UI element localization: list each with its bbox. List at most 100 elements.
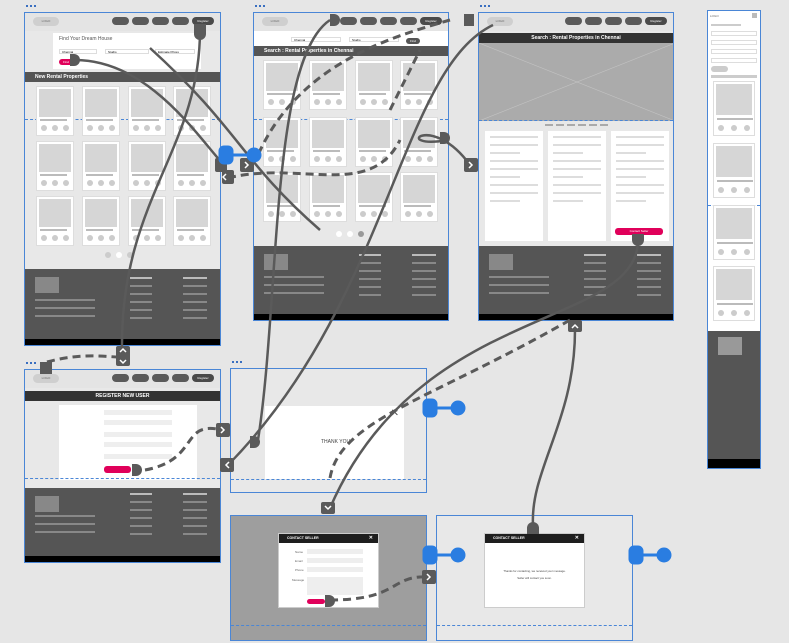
footer-link: [359, 262, 381, 264]
property-card[interactable]: [36, 141, 74, 191]
mobile-card: [713, 205, 755, 260]
property-card[interactable]: [128, 86, 166, 136]
send-button[interactable]: [307, 599, 325, 604]
nav-item[interactable]: [625, 17, 642, 25]
nav-item[interactable]: [400, 17, 417, 25]
mobile-field[interactable]: [711, 49, 757, 54]
nav-item[interactable]: [565, 17, 582, 25]
screen-register[interactable]: LOGO Register REGISTER NEW USER: [24, 369, 221, 563]
nav-item[interactable]: [132, 374, 149, 382]
property-card[interactable]: [173, 141, 211, 191]
screen-search-results[interactable]: LOGO Register Chennai Studio Find Search…: [253, 12, 449, 321]
property-card[interactable]: [309, 60, 347, 110]
card-icon: [744, 187, 750, 193]
form-field[interactable]: [104, 454, 172, 459]
property-card[interactable]: [263, 172, 301, 222]
screen-home[interactable]: LOGO Register Find Your Dream House Chen…: [24, 12, 221, 346]
property-card[interactable]: [36, 196, 74, 246]
city-field[interactable]: Chennai: [291, 37, 341, 42]
property-card[interactable]: [128, 141, 166, 191]
nav-item[interactable]: [172, 374, 189, 382]
nav-item[interactable]: [112, 17, 129, 25]
nav-item[interactable]: [605, 17, 622, 25]
footer-text: [35, 299, 95, 301]
footer: [708, 331, 760, 459]
price-field[interactable]: Estimate Prices: [155, 49, 195, 54]
footer-link: [412, 254, 436, 256]
card-icon: [731, 125, 737, 131]
mobile-field[interactable]: [711, 31, 757, 36]
mobile-field[interactable]: [711, 40, 757, 45]
property-card[interactable]: [173, 196, 211, 246]
property-card[interactable]: [36, 86, 74, 136]
register-button[interactable]: Register: [420, 17, 442, 25]
register-button[interactable]: Register: [192, 17, 214, 25]
nav-item[interactable]: [360, 17, 377, 25]
find-button[interactable]: Find: [406, 38, 420, 44]
type-select[interactable]: Studio: [349, 37, 399, 42]
nav-item[interactable]: [585, 17, 602, 25]
card-icon: [200, 125, 206, 131]
menu-icon[interactable]: [752, 13, 757, 18]
property-card[interactable]: [263, 117, 301, 167]
property-card[interactable]: [400, 172, 438, 222]
property-card[interactable]: [128, 196, 166, 246]
submit-button[interactable]: [104, 466, 131, 473]
nav-item[interactable]: [340, 17, 357, 25]
property-card[interactable]: [82, 141, 120, 191]
card-icon: [744, 249, 750, 255]
register-button[interactable]: Register: [645, 17, 667, 25]
contact-seller-button[interactable]: Contact Seller: [615, 228, 663, 235]
close-icon[interactable]: ✕: [368, 535, 373, 541]
form-field[interactable]: [104, 432, 172, 437]
screen-mobile[interactable]: LOGO: [707, 10, 761, 469]
card-icon: [405, 99, 411, 105]
card-icon: [87, 125, 93, 131]
nav-item[interactable]: [152, 17, 169, 25]
close-icon[interactable]: ✕: [390, 408, 399, 419]
find-button[interactable]: Find: [59, 59, 73, 65]
pagination[interactable]: [105, 252, 133, 258]
city-field[interactable]: Chennai: [59, 49, 97, 54]
property-card[interactable]: [82, 196, 120, 246]
card-line: [177, 118, 204, 121]
tabs[interactable]: [545, 124, 608, 126]
mobile-field[interactable]: [711, 58, 757, 63]
property-card[interactable]: [309, 117, 347, 167]
nav-item[interactable]: [380, 17, 397, 25]
form-field[interactable]: [104, 410, 172, 415]
nav-item[interactable]: [132, 17, 149, 25]
logo: LOGO: [710, 14, 719, 18]
screen-contact-seller[interactable]: CONTACT SELLER✕ Name Email Phone Message: [230, 515, 427, 641]
name-field[interactable]: [307, 549, 363, 554]
mobile-find-button[interactable]: [711, 66, 728, 72]
footer-link: [130, 525, 152, 527]
property-card[interactable]: [400, 117, 438, 167]
property-card[interactable]: [82, 86, 120, 136]
property-card[interactable]: [173, 86, 211, 136]
property-card[interactable]: [355, 117, 393, 167]
screen-contact-confirmation[interactable]: CONTACT SELLER✕ Thanks for contacting, w…: [436, 515, 633, 641]
message-field[interactable]: [307, 577, 363, 595]
property-card[interactable]: [400, 60, 438, 110]
form-field[interactable]: [104, 442, 172, 447]
close-icon[interactable]: ✕: [574, 535, 579, 541]
screen-property-detail[interactable]: LOGO Register Search : Rental Properties…: [478, 12, 674, 321]
nav-item[interactable]: [112, 374, 129, 382]
property-card[interactable]: [355, 172, 393, 222]
register-button[interactable]: Register: [192, 374, 214, 382]
form-field[interactable]: [104, 420, 172, 425]
screen-thank-you[interactable]: THANK YOU ✕: [230, 368, 427, 493]
type-select[interactable]: Studio: [105, 49, 149, 54]
email-field[interactable]: [307, 558, 363, 563]
nav-item[interactable]: [152, 374, 169, 382]
nav-item[interactable]: [172, 17, 189, 25]
pagination[interactable]: [336, 231, 364, 237]
property-card[interactable]: [309, 172, 347, 222]
phone-field[interactable]: [307, 567, 363, 572]
section-title: REGISTER NEW USER: [25, 391, 220, 401]
property-card[interactable]: [263, 60, 301, 110]
footer-link: [130, 285, 152, 287]
property-card[interactable]: [355, 60, 393, 110]
card-icon: [290, 156, 296, 162]
